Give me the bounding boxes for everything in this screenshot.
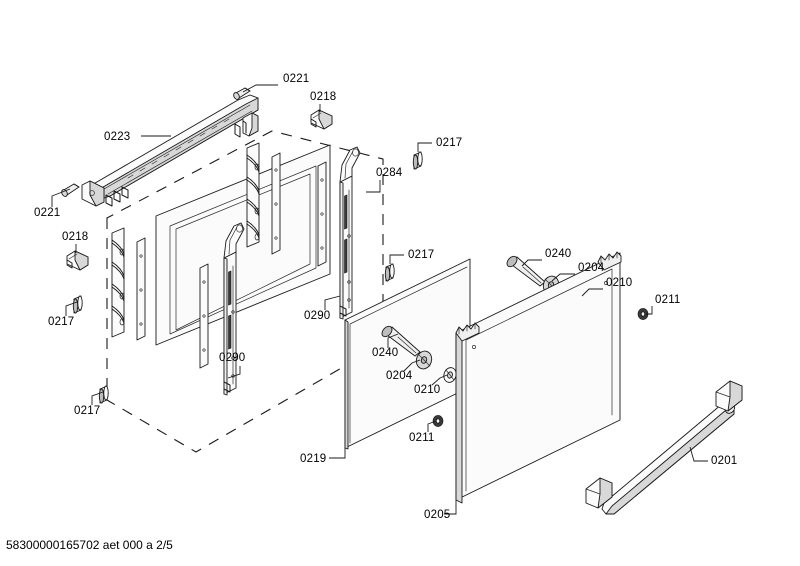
callout-0211-nut-upper: 0211	[645, 294, 681, 315]
callout-0204-washer-upper: 0204	[551, 262, 605, 282]
callout-number: 0217	[408, 249, 434, 261]
callout-0240-hinge-screw-lower: 0240	[372, 333, 399, 359]
part-nut-lower-0211	[432, 415, 444, 427]
callout-leader-line	[387, 333, 399, 348]
callout-0217-door-buffer-lower-left: 0217	[74, 391, 104, 417]
callout-0219-middle-glass-panel: 0219	[300, 448, 346, 465]
part-vent-trim-rail-0223	[81, 94, 259, 207]
callout-number: 0217	[74, 405, 100, 417]
callout-number: 0290	[304, 310, 330, 322]
callout-0201-door-handle: 0201	[689, 446, 737, 467]
part-hinge-screw-lower-0240	[381, 325, 421, 357]
drawing-footer-code: 58300000165702 aet 000 a 2/5	[6, 538, 173, 552]
part-hinge-screw-upper-0240	[506, 255, 546, 287]
callout-leader-line	[431, 374, 448, 386]
callout-number: 0240	[372, 347, 398, 359]
callout-leader-line	[366, 180, 381, 193]
callout-leader-line	[324, 295, 341, 310]
callout-0211-nut-lower: 0211	[409, 420, 437, 444]
callout-number: 0284	[376, 167, 403, 179]
callout-number: 0219	[300, 453, 326, 465]
callout-number: 0211	[409, 432, 435, 444]
part-hinge-pin-bottom-0221	[61, 183, 80, 197]
callout-0218-retaining-clip-top: 0218	[310, 91, 336, 112]
part-door-handle-0201	[585, 380, 743, 515]
callout-leader-line	[329, 448, 346, 459]
part-nut-upper-0211	[637, 308, 649, 320]
part-washer-lower-0204	[415, 350, 433, 370]
callout-0290-hinge-arm-left: 0290	[219, 352, 245, 379]
callout-leader-line	[51, 188, 71, 207]
part-glass-retainer-strip-left	[136, 237, 146, 341]
part-glass-retainer-strip-upper	[271, 152, 281, 255]
part-door-buffer-mid-right-0217	[384, 263, 395, 282]
callout-leader-line	[689, 446, 708, 462]
callout-leader-line	[242, 84, 278, 93]
callout-layer: 0221021802230221021802170217021702170284…	[34, 73, 737, 521]
callout-number: 0217	[48, 316, 74, 328]
callout-0210-spacer-bush-upper: 0210	[581, 277, 632, 297]
part-inner-retainer-strip	[199, 263, 209, 369]
callout-0221-hinge-pin-top: 0221	[242, 73, 309, 93]
callout-number: 0211	[655, 294, 681, 306]
part-heat-baffle-left	[111, 227, 125, 338]
callout-0284-inner-door-assembly: 0284	[366, 167, 403, 193]
callout-0210-spacer-bush-lower: 0210	[414, 374, 448, 396]
callout-number: 0204	[386, 370, 413, 382]
callout-number: 0205	[424, 509, 450, 521]
callout-number: 0210	[606, 277, 632, 289]
callout-0218-retaining-clip-bottom: 0218	[62, 231, 88, 253]
part-heat-baffle-upper	[246, 142, 260, 248]
part-glass-retainer-strip-right	[317, 161, 327, 267]
callout-0205-outer-door-glass: 0205	[424, 500, 457, 521]
part-hinge-arm-left-0290	[223, 222, 245, 396]
callout-leader-line	[645, 306, 653, 315]
callout-0217-door-buffer-upper-right: 0217	[417, 137, 462, 152]
callout-number: 0217	[436, 137, 462, 149]
callout-leader-line	[427, 420, 437, 432]
callout-number: 0218	[310, 91, 336, 103]
callout-leader-line	[389, 254, 404, 264]
part-door-buffer-upper-left-0217	[72, 295, 83, 314]
callout-leader-line	[227, 366, 241, 379]
callout-number: 0201	[711, 455, 737, 467]
callout-number: 0223	[104, 131, 130, 143]
callout-leader-line	[581, 288, 603, 297]
callout-0204-washer-lower: 0204	[386, 359, 421, 382]
part-outer-door-glass-0205	[455, 251, 622, 504]
part-inner-glass-panel	[155, 144, 331, 346]
callout-0240-hinge-screw-upper: 0240	[521, 248, 571, 267]
callout-number: 0221	[34, 207, 60, 219]
callout-number: 0218	[62, 231, 88, 243]
part-middle-glass-panel-0219	[344, 258, 471, 450]
part-retaining-clip-top-0218	[310, 109, 333, 130]
part-door-buffer-lower-left-0217	[98, 385, 109, 404]
callout-0290-hinge-arm-right: 0290	[304, 295, 341, 322]
callout-number: 0221	[283, 73, 309, 85]
callout-number: 0290	[219, 352, 245, 364]
callout-0221-hinge-pin-bottom: 0221	[34, 188, 71, 219]
callout-number: 0240	[545, 248, 571, 260]
callout-leader-line	[65, 301, 78, 316]
callout-number: 0204	[578, 262, 605, 274]
callout-leader-line	[91, 391, 104, 405]
callout-leader-line	[403, 359, 421, 372]
callout-0217-door-buffer-mid-right: 0217	[389, 249, 434, 264]
inner-door-assembly-0284	[111, 142, 361, 396]
callout-number: 0210	[414, 384, 440, 396]
callout-0217-door-buffer-upper-left: 0217	[48, 301, 78, 328]
callout-leader-line	[444, 500, 457, 515]
part-door-buffer-upper-right-0217	[412, 151, 423, 170]
part-hinge-arm-right-0290	[339, 146, 361, 320]
callout-leader-line	[417, 142, 432, 152]
callout-0223-vent-trim-rail: 0223	[104, 131, 171, 143]
callout-leader-line	[521, 259, 542, 267]
part-retaining-clip-bottom-0218	[66, 250, 89, 271]
callout-leader-line	[551, 273, 575, 282]
